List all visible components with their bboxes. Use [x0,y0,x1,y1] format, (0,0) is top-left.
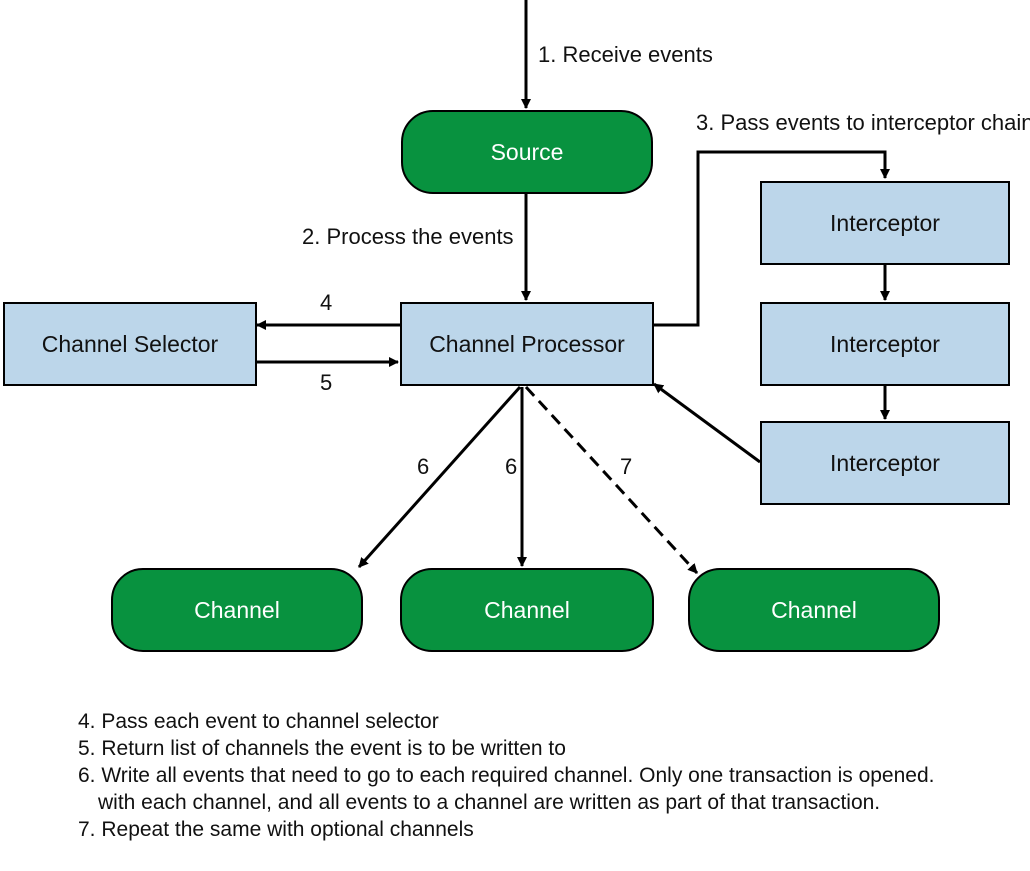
interceptor-node-3: Interceptor [760,421,1010,505]
label-step-6-left: 6 [417,454,430,479]
note-6-continued: with each channel, and all events to a c… [98,791,881,814]
note-4: 4. Pass each event to channel selector [78,710,439,733]
label-step-4: 4 [320,290,333,315]
channel-node-2: Channel [400,568,654,652]
channel-node-1: Channel [111,568,363,652]
note-5: 5. Return list of channels the event is … [78,737,566,760]
interceptor-node-2: Interceptor [760,302,1010,386]
label-pass-interceptor-chain: 3. Pass events to interceptor chain [696,110,1030,135]
arrow-interceptor-to-processor [653,382,761,464]
legend-notes: 4. Pass each event to channel selector 5… [78,708,935,843]
label-process-events: 2. Process the events [302,224,514,249]
label-receive-events: 1. Receive events [538,42,713,67]
arrow-processor-to-channel-1 [357,385,522,569]
label-step-7: 7 [620,454,633,479]
note-6: 6. Write all events that need to go to e… [78,764,935,787]
label-step-6-center: 6 [505,454,518,479]
arrow-processor-to-channel-3-optional [524,385,699,575]
arrow-processor-to-interceptor-chain [654,150,890,327]
interceptor-node-1: Interceptor [760,181,1010,265]
channel-processor-node: Channel Processor [400,302,654,386]
channel-selector-node: Channel Selector [3,302,257,386]
source-node: Source [401,110,653,194]
channel-node-3: Channel [688,568,940,652]
note-7: 7. Repeat the same with optional channel… [78,818,474,841]
label-step-5: 5 [320,370,333,395]
